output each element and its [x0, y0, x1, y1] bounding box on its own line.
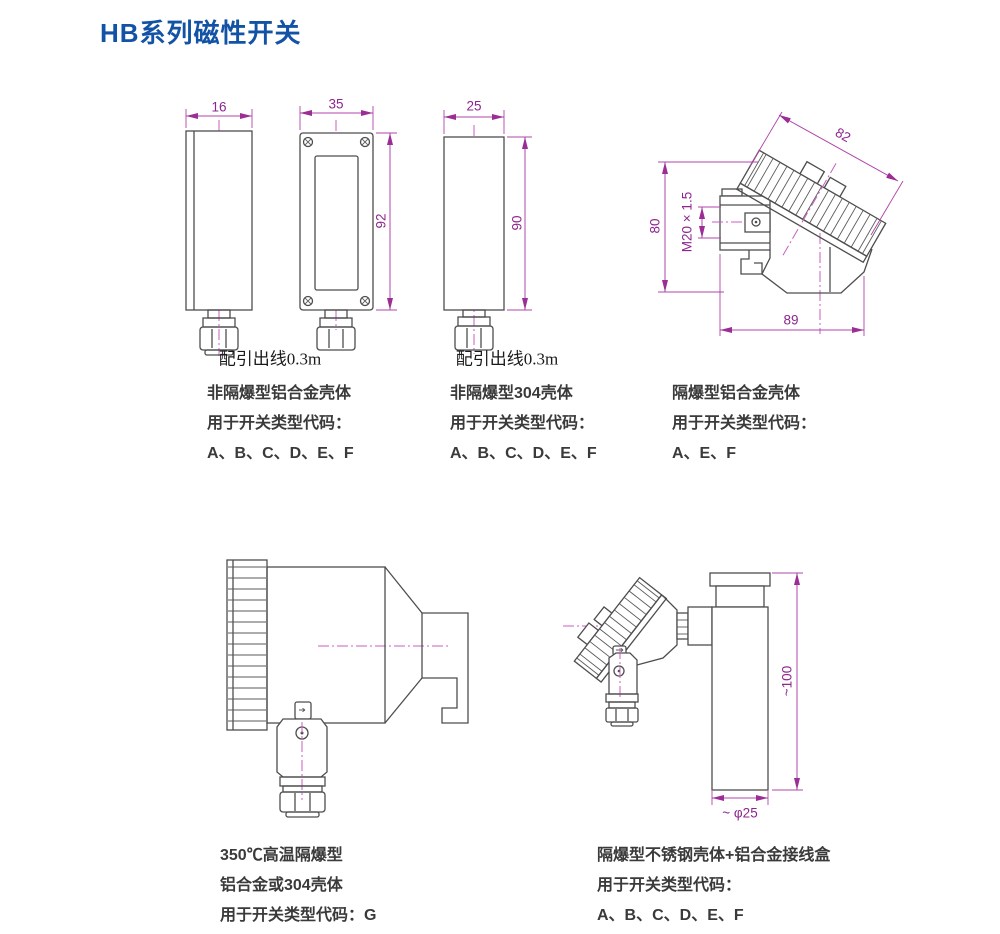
dimension-base-89 [719, 254, 865, 336]
desc-line: 铝合金或304壳体 [220, 877, 343, 894]
description-high-temp: 350℃高温隔爆型 铝合金或304壳体 用于开关类型代码：G [220, 841, 376, 931]
desc-line: 用于开关类型代码： [207, 415, 352, 432]
dimension-height-80 [658, 161, 758, 293]
dimension-cap-82 [749, 111, 904, 236]
cap-ribs [228, 566, 266, 722]
dimension-width-16 [185, 109, 253, 128]
desc-line: 隔爆型铝合金壳体 [672, 385, 801, 402]
junction-box-connector [605, 645, 639, 727]
dim-fig2-width-label: 35 [328, 96, 344, 112]
dimension-height-92 [376, 132, 397, 311]
dim-fig2-height-label: 92 [373, 213, 389, 229]
cable-gland [454, 309, 494, 351]
desc-line: 用于开关类型代码： [450, 415, 595, 432]
lead-wire-caption-2: 配引出线0.3m [455, 349, 559, 369]
page-title: HB系列磁性开关 [100, 18, 302, 48]
desc-line: A、B、C、D、E、F [450, 445, 597, 462]
figure-non-ex-aluminum-side-view [185, 109, 253, 356]
desc-line: 用于开关类型代码：G [220, 907, 377, 924]
description-non-ex-304: 非隔爆型304壳体 用于开关类型代码： A、B、C、D、E、F [450, 379, 597, 469]
dimension-width-25 [443, 110, 505, 134]
desc-line: 隔爆型不锈钢壳体+铝合金接线盒 [597, 847, 831, 864]
description-stainless-junction-box: 隔爆型不锈钢壳体+铝合金接线盒 用于开关类型代码： A、B、C、D、E、F [597, 841, 830, 931]
desc-line: 非隔爆型铝合金壳体 [207, 385, 352, 402]
desc-line: 用于开关类型代码： [672, 415, 817, 432]
figure-high-temp-ex-housing [226, 559, 469, 818]
cable-gland [199, 309, 239, 356]
process-connector [276, 701, 328, 818]
dim-fig4-height-label: 80 [647, 218, 663, 234]
dimension-width-35 [299, 106, 374, 130]
figure-non-ex-304-housing [443, 110, 532, 354]
desc-line: A、B、C、D、E、F [207, 445, 354, 462]
dim-fig6-diameter-label: ~ φ25 [722, 805, 758, 821]
description-ex-aluminum: 隔爆型铝合金壳体 用于开关类型代码： A、E、F [672, 379, 816, 469]
lead-wire-caption-1: 配引出线0.3m [218, 349, 322, 369]
cable-gland [316, 309, 356, 351]
dimension-height-100 [772, 572, 803, 791]
dimension-thread-m20 [698, 206, 721, 239]
stainless-cylinder [709, 572, 771, 791]
desc-line: A、E、F [672, 445, 737, 462]
desc-line: A、B、C、D、E、F [597, 907, 744, 924]
figure-ex-stainless-with-junction-box [563, 572, 803, 805]
ribbed-cap [573, 576, 668, 683]
dim-fig3-height-label: 90 [509, 215, 525, 231]
dimension-height-90 [507, 136, 532, 311]
description-non-ex-aluminum: 非隔爆型铝合金壳体 用于开关类型代码： A、B、C、D、E、F [207, 379, 354, 469]
dim-fig4-thread-label: M20 × 1.5 [679, 191, 695, 253]
desc-line: 非隔爆型304壳体 [450, 385, 573, 402]
dim-fig3-width-label: 25 [466, 98, 482, 114]
desc-line: 用于开关类型代码： [597, 877, 742, 894]
corner-screws [302, 136, 371, 307]
dimension-diameter-25 [711, 791, 769, 805]
figure-non-ex-aluminum-front-view [299, 106, 397, 351]
dim-fig1-width-label: 16 [211, 99, 227, 115]
desc-line: 350℃高温隔爆型 [220, 847, 343, 864]
dim-fig6-height-label: ~100 [779, 665, 795, 697]
dim-fig4-base-label: 89 [783, 312, 799, 328]
figure-ex-aluminum-head [658, 111, 904, 336]
